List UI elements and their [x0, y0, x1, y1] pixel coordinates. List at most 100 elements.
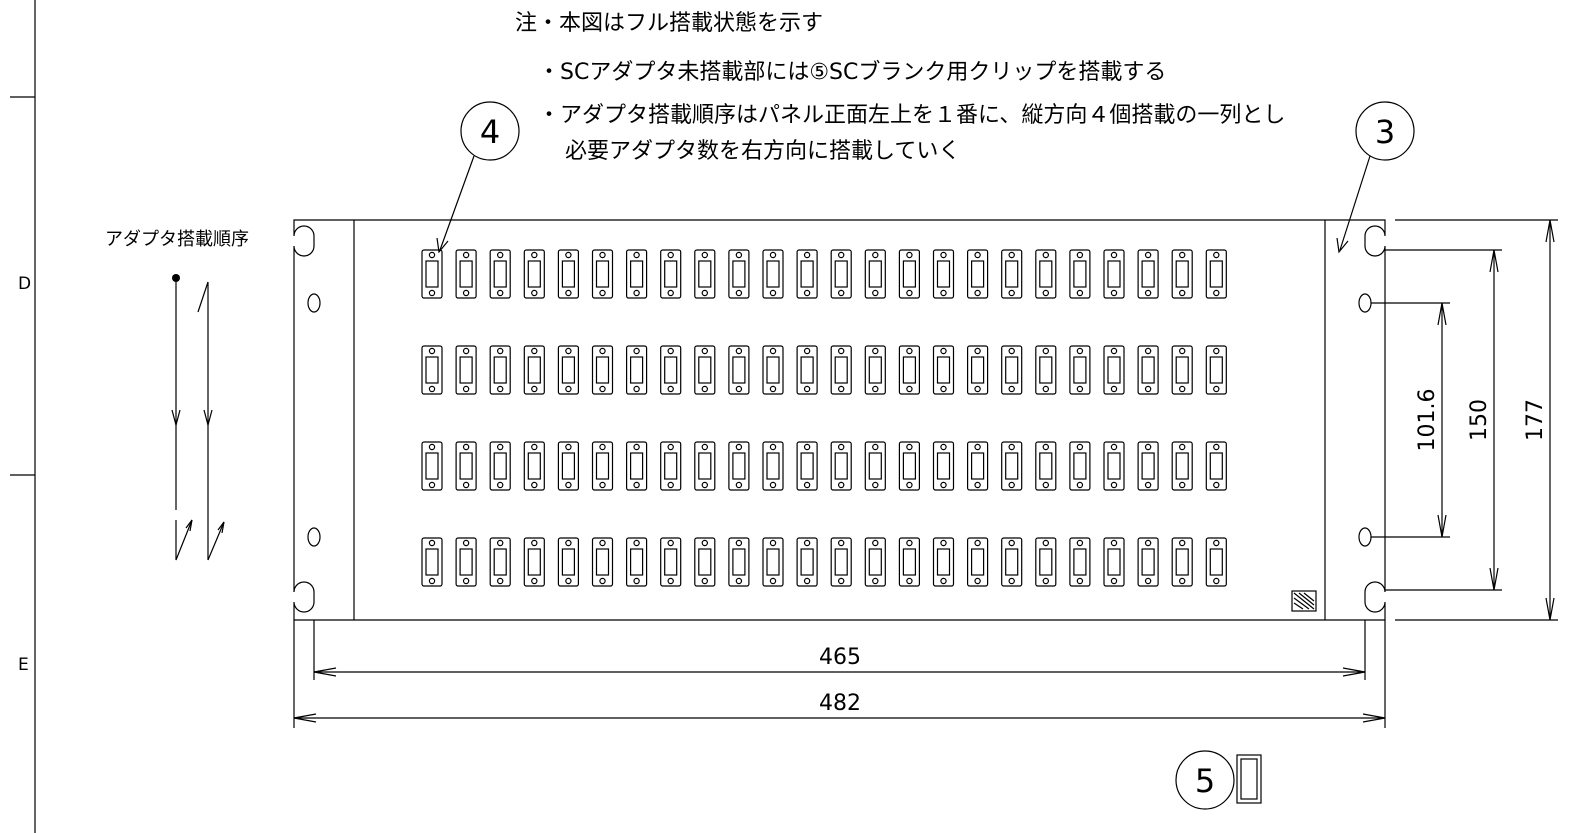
sc-adapter	[1035, 345, 1057, 395]
sc-adapter	[489, 249, 511, 299]
sc-adapter	[1137, 441, 1159, 491]
sc-adapter	[660, 345, 682, 395]
sc-adapter	[796, 345, 818, 395]
sc-adapter	[523, 345, 545, 395]
sc-adapter	[796, 249, 818, 299]
sc-adapter	[830, 537, 852, 587]
sc-adapter	[728, 249, 750, 299]
sc-adapter	[591, 249, 614, 299]
sc-adapter	[1171, 345, 1193, 395]
zone-label-e: E	[18, 655, 29, 675]
sc-adapter	[1001, 345, 1023, 395]
sc-adapter	[1035, 249, 1057, 299]
note-line-4: 必要アダプタ数を右方向に搭載していく	[565, 139, 960, 164]
sc-adapter	[1205, 249, 1227, 299]
sc-adapter	[864, 249, 886, 299]
balloon-panel-number: 3	[1375, 113, 1395, 151]
balloon-adapter-number: 4	[480, 113, 500, 151]
sc-adapter	[1103, 249, 1125, 299]
balloon-blank-clip: 5	[1175, 750, 1235, 810]
dimension-height-inner-value: 150	[1467, 399, 1492, 441]
sc-adapter	[762, 249, 784, 299]
blank-clip-icon	[1236, 754, 1262, 804]
sc-adapter	[694, 345, 716, 395]
sc-adapter	[898, 441, 921, 491]
sc-adapter	[557, 249, 580, 299]
sc-adapter	[455, 537, 477, 587]
note-line-1: 注・本図はフル搭載状態を示す	[515, 11, 823, 36]
dimension-height-pitch: 101.6	[1371, 302, 1450, 538]
sc-adapter	[932, 345, 955, 395]
sc-adapter	[660, 249, 682, 299]
sc-adapter	[1137, 537, 1159, 587]
sc-adapter	[1001, 249, 1023, 299]
sc-adapter	[728, 345, 750, 395]
sc-adapter	[591, 441, 614, 491]
dimension-width-inner: 465	[313, 620, 1366, 680]
balloon-blank-clip-number: 5	[1195, 762, 1215, 800]
sc-adapter	[591, 537, 614, 587]
sc-adapter	[421, 249, 443, 299]
sc-adapter	[830, 345, 852, 395]
sc-adapter	[830, 249, 852, 299]
sc-adapter	[1035, 441, 1057, 491]
sc-adapter	[557, 345, 580, 395]
sc-adapter	[898, 537, 921, 587]
dimension-height-inner: 150	[1385, 249, 1502, 591]
sc-adapter	[1001, 537, 1023, 587]
sc-adapter	[625, 537, 648, 587]
sc-adapter	[421, 345, 443, 395]
sc-adapter	[625, 249, 648, 299]
sc-adapter	[1171, 537, 1193, 587]
sc-adapter	[966, 249, 989, 299]
mounting-order-label: アダプタ搭載順序	[105, 229, 249, 250]
notes-block: 注・本図はフル搭載状態を示す ・SCアダプタ未搭載部には⑤SCブランク用クリップ…	[515, 11, 1285, 164]
zone-label-d: D	[18, 274, 31, 294]
dimension-width-inner-value: 465	[819, 645, 861, 670]
sc-adapter	[489, 345, 511, 395]
note-line-2: ・SCアダプタ未搭載部には⑤SCブランク用クリップを搭載する	[538, 60, 1166, 85]
dimension-width-outer-value: 482	[819, 691, 861, 716]
sc-adapter	[523, 441, 545, 491]
sc-adapter	[966, 441, 989, 491]
panel-outline	[293, 219, 1386, 621]
sc-adapter	[1103, 537, 1125, 587]
dimension-height-pitch-value: 101.6	[1415, 389, 1440, 452]
sc-adapter	[1103, 345, 1125, 395]
sc-adapter	[1171, 441, 1193, 491]
sc-adapter	[932, 249, 955, 299]
sc-adapter	[1205, 537, 1227, 587]
sc-adapter	[966, 345, 989, 395]
sc-adapter	[1069, 249, 1091, 299]
drawing-border	[10, 0, 36, 833]
sc-adapter	[455, 345, 477, 395]
sc-adapter	[762, 537, 784, 587]
sc-adapter	[694, 441, 716, 491]
sc-adapter	[898, 345, 921, 395]
sc-adapter	[421, 537, 443, 587]
dimension-height-outer: 177	[1395, 219, 1558, 621]
note-line-3: ・アダプタ搭載順序はパネル正面左上を１番に、縦方向４個搭載の一列とし	[538, 103, 1285, 128]
mounting-order-arrows	[171, 274, 225, 561]
sc-adapter	[1137, 249, 1159, 299]
sc-adapter	[830, 441, 852, 491]
sc-adapter	[1205, 345, 1227, 395]
sc-adapter	[1171, 249, 1193, 299]
balloon-adapter: 4	[436, 101, 520, 254]
adapter-grid	[421, 249, 1227, 587]
sc-adapter	[694, 249, 716, 299]
sc-adapter	[1137, 345, 1159, 395]
dimension-width-outer: 482	[293, 620, 1386, 728]
sc-adapter	[1069, 345, 1091, 395]
sc-adapter	[966, 537, 989, 587]
sc-adapter	[455, 441, 477, 491]
sc-adapter	[1069, 441, 1091, 491]
sc-adapter	[762, 345, 784, 395]
sc-adapter	[1205, 441, 1227, 491]
sc-adapter	[625, 441, 648, 491]
sc-adapter	[796, 537, 818, 587]
sc-adapter	[660, 441, 682, 491]
sc-adapter	[932, 441, 955, 491]
sc-adapter	[728, 441, 750, 491]
